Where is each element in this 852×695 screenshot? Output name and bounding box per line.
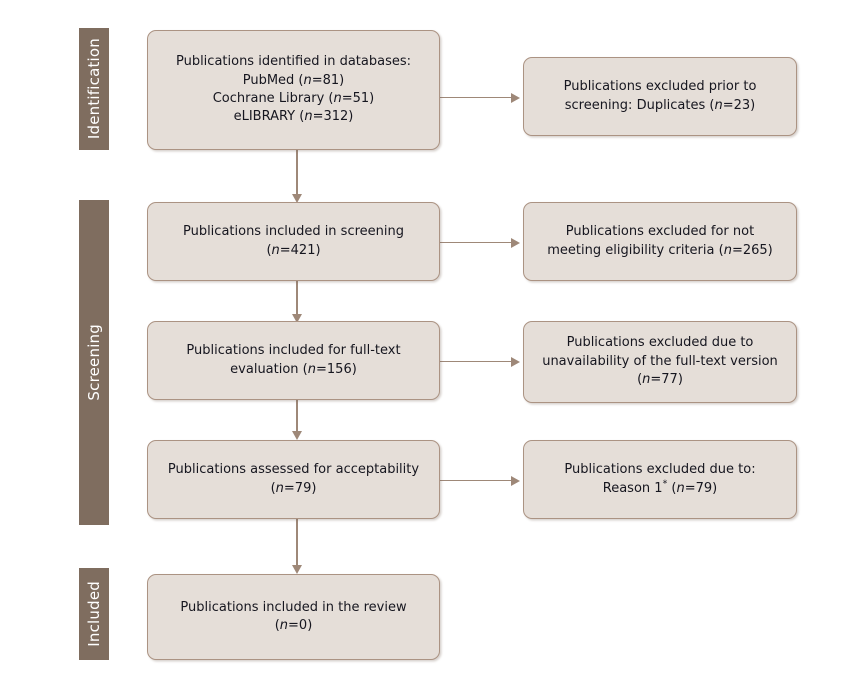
stage-label-identification: Identification bbox=[84, 38, 103, 140]
arrowhead-assessed-to-review bbox=[291, 565, 302, 574]
arrowhead-assessed-to-reason1 bbox=[511, 475, 520, 486]
connector-fulltext-to-assessed bbox=[296, 399, 298, 433]
connector-screening-to-fulltext bbox=[296, 280, 298, 316]
node-excluded-reason1: Publications excluded due to: Reason 1* … bbox=[523, 440, 797, 519]
node-included-fulltext: Publications included for full-text eval… bbox=[147, 321, 440, 400]
node-excluded-duplicates: Publications excluded prior to screening… bbox=[523, 57, 797, 136]
arrowhead-screening-to-eligibility bbox=[511, 237, 520, 248]
arrowhead-fulltext-to-unavailable bbox=[511, 356, 520, 367]
connector-screening-to-eligibility bbox=[440, 241, 512, 243]
connector-identified-to-screening bbox=[296, 150, 298, 195]
arrowhead-identified-to-duplicates bbox=[511, 92, 520, 103]
node-text-assessed-acceptability: Publications assessed for acceptability … bbox=[167, 462, 420, 496]
arrowhead-identified-to-screening bbox=[291, 194, 302, 203]
stage-bar-included: Included bbox=[79, 568, 109, 660]
node-text-included-in-review: Publications included in the review (n=0… bbox=[180, 599, 407, 633]
node-text-included-fulltext: Publications included for full-text eval… bbox=[186, 343, 401, 377]
node-text-publications-identified: Publications identified in databases: Pu… bbox=[175, 54, 412, 125]
connector-fulltext-to-unavailable bbox=[440, 360, 512, 362]
node-text-excluded-eligibility: Publications excluded for not meeting el… bbox=[547, 224, 773, 258]
arrowhead-fulltext-to-assessed bbox=[291, 431, 302, 440]
arrowhead-screening-to-fulltext bbox=[291, 314, 302, 323]
node-text-excluded-reason1: Publications excluded due to: Reason 1* … bbox=[564, 462, 756, 496]
connector-assessed-to-review bbox=[296, 519, 298, 567]
stage-label-screening: Screening bbox=[84, 324, 103, 401]
node-excluded-eligibility: Publications excluded for not meeting el… bbox=[523, 202, 797, 281]
stage-bar-identification: Identification bbox=[79, 28, 109, 150]
node-text-excluded-unavailable: Publications excluded due to unavailabil… bbox=[542, 335, 778, 388]
node-assessed-acceptability: Publications assessed for acceptability … bbox=[147, 440, 440, 519]
stage-bar-screening: Screening bbox=[79, 200, 109, 525]
node-excluded-unavailable: Publications excluded due to unavailabil… bbox=[523, 321, 797, 403]
node-text-included-in-screening: Publications included in screening (n=42… bbox=[182, 224, 405, 258]
connector-identified-to-duplicates bbox=[440, 96, 512, 98]
stage-label-included: Included bbox=[84, 581, 103, 647]
node-text-excluded-duplicates: Publications excluded prior to screening… bbox=[563, 79, 757, 113]
node-included-in-review: Publications included in the review (n=0… bbox=[147, 574, 440, 660]
node-included-in-screening: Publications included in screening (n=42… bbox=[147, 202, 440, 281]
node-publications-identified: Publications identified in databases: Pu… bbox=[147, 30, 440, 150]
connector-assessed-to-reason1 bbox=[440, 479, 512, 481]
